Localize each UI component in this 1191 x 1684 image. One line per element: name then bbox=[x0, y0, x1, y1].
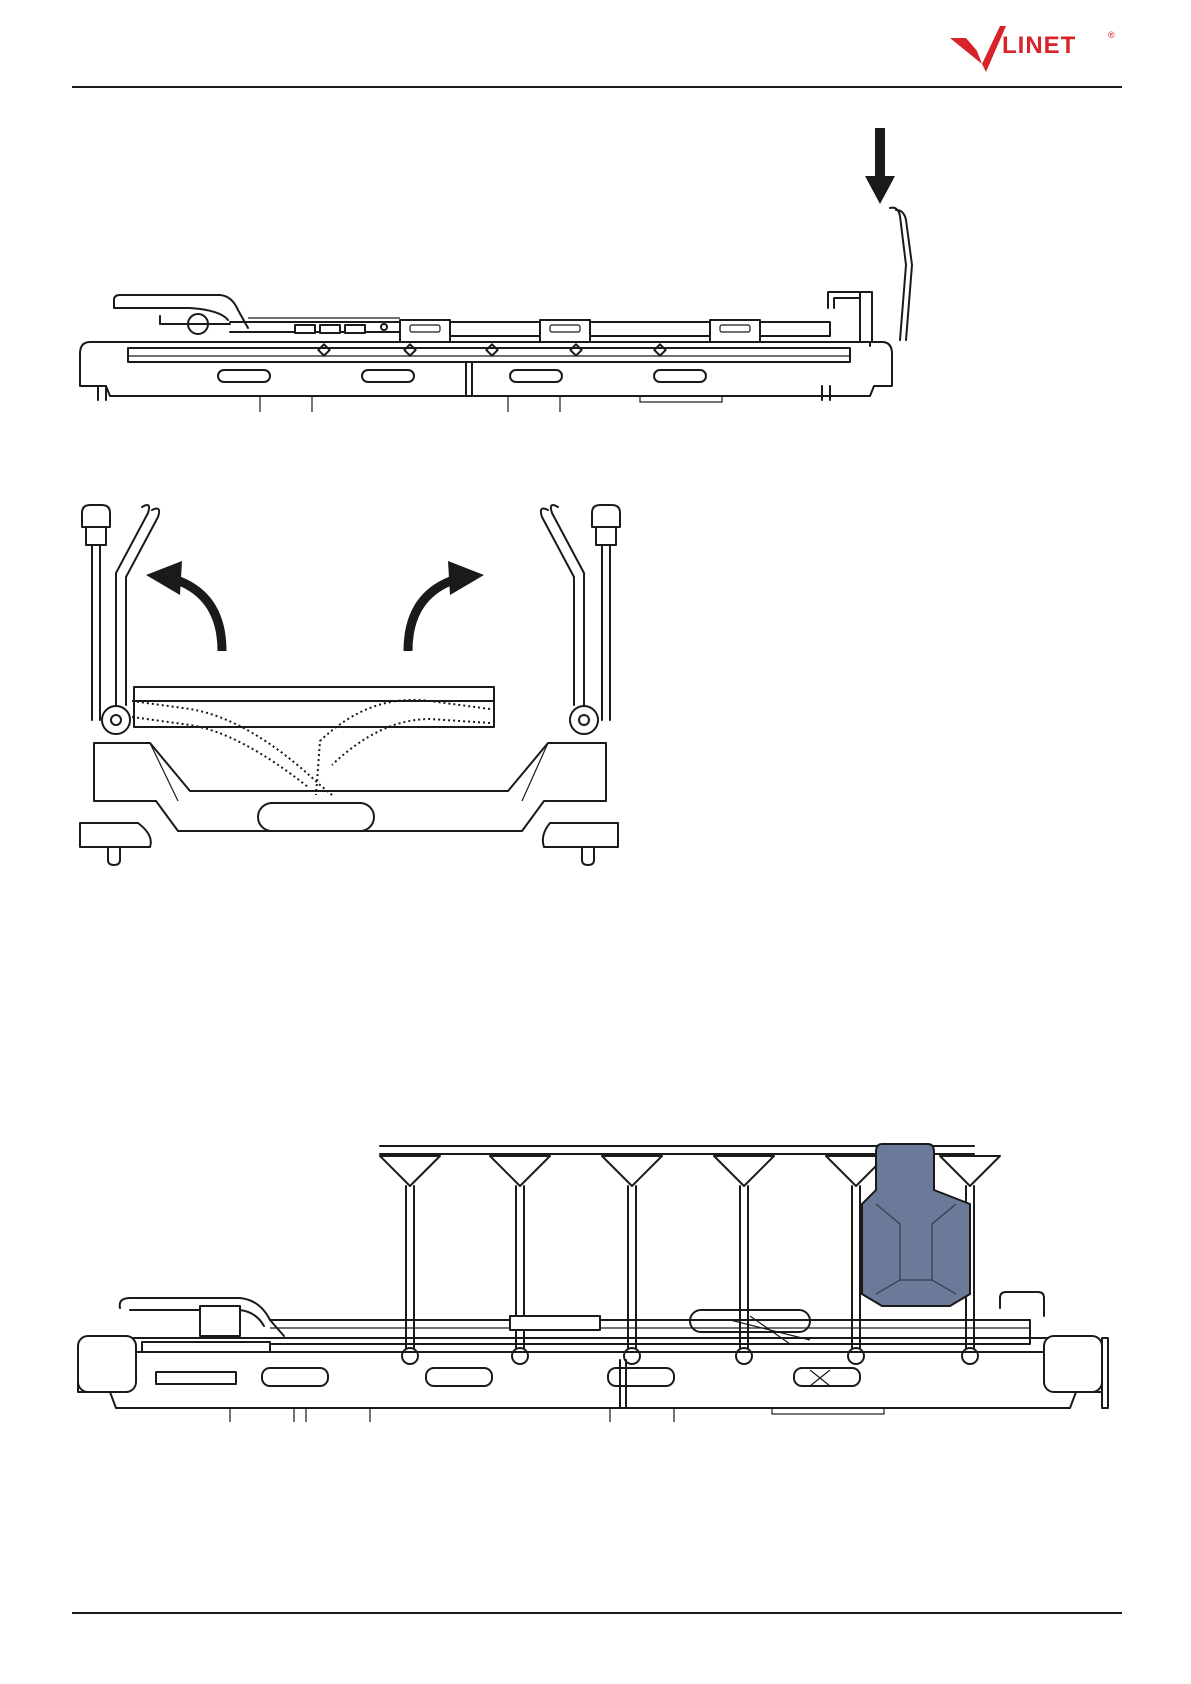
curved-arrow-right-icon bbox=[408, 561, 484, 651]
brand-name: LINET bbox=[1002, 32, 1076, 60]
linet-logo-mark-icon bbox=[948, 24, 1008, 74]
figure-side-view-siderail-raised bbox=[70, 1130, 1130, 1460]
registered-mark: ® bbox=[1108, 30, 1115, 40]
curved-arrow-left-icon bbox=[146, 561, 222, 651]
figure-side-view-folded-handle bbox=[70, 120, 930, 460]
footer-rule bbox=[72, 1612, 1122, 1614]
push-handle bbox=[890, 208, 912, 340]
down-arrow-icon bbox=[865, 128, 895, 204]
header-rule bbox=[72, 86, 1122, 88]
figure-end-view-push-handles bbox=[70, 505, 630, 950]
